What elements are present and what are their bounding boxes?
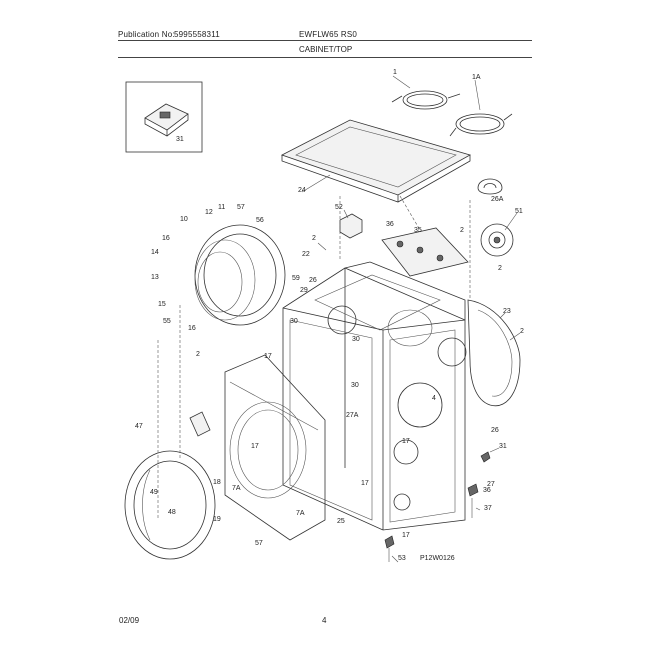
inlet-hose-drawing bbox=[449, 113, 513, 137]
callout-label: 48 bbox=[168, 509, 176, 516]
callout-label: 30 bbox=[352, 336, 360, 343]
callout-label: 36 bbox=[386, 221, 394, 228]
callout-label: 26 bbox=[491, 427, 499, 434]
callout-label: 18 bbox=[213, 479, 221, 486]
callout-label: 27 bbox=[487, 481, 495, 488]
callout-label: 35 bbox=[414, 227, 422, 234]
callout-label: 16 bbox=[188, 325, 196, 332]
callout-label: 52 bbox=[335, 204, 343, 211]
publication-number: 5995558311 bbox=[174, 30, 220, 39]
component-block-drawing bbox=[339, 213, 363, 239]
rear-frame-drawing bbox=[314, 274, 441, 347]
footer-date: 02/09 bbox=[119, 616, 140, 625]
callout-label: 2 bbox=[498, 265, 502, 272]
callout-label: 36 bbox=[483, 487, 491, 494]
callout-label: 15 bbox=[158, 301, 166, 308]
callout-label: 56 bbox=[256, 217, 264, 224]
callout-label: 2 bbox=[196, 351, 200, 358]
inlet-hose-drawing bbox=[391, 90, 461, 110]
callout-label: 47 bbox=[135, 423, 143, 430]
callout-label: 2 bbox=[520, 328, 524, 335]
callout-label: 23 bbox=[503, 308, 511, 315]
callout-label: 29 bbox=[300, 287, 308, 294]
inset-detail-box bbox=[125, 81, 203, 153]
callout-label: 7A bbox=[232, 485, 241, 492]
hinge-drawing bbox=[189, 411, 211, 437]
callout-label: 17 bbox=[361, 480, 369, 487]
callout-label: 53 bbox=[398, 555, 406, 562]
callout-label: 16 bbox=[162, 235, 170, 242]
callout-label: 13 bbox=[151, 274, 159, 281]
guide-lines bbox=[157, 195, 471, 520]
callout-label: 57 bbox=[237, 204, 245, 211]
callout-label: 17 bbox=[251, 443, 259, 450]
callout-label: 1A bbox=[472, 74, 481, 81]
cabinet-body-drawing bbox=[282, 261, 466, 531]
control-bracket-drawing bbox=[381, 227, 469, 277]
top-panel-drawing bbox=[280, 119, 472, 203]
section-title: CABINET/TOP bbox=[299, 45, 353, 54]
callout-label: 2 bbox=[460, 227, 464, 234]
callout-label: 49 bbox=[150, 489, 158, 496]
callout-label: 4 bbox=[432, 395, 436, 402]
callout-label: 17 bbox=[402, 532, 410, 539]
callout-label: 11 bbox=[218, 204, 225, 211]
section-rule bbox=[118, 57, 532, 58]
callout-label: 19 bbox=[213, 516, 221, 523]
callout-label: 22 bbox=[302, 251, 310, 258]
callout-label: 25 bbox=[337, 518, 345, 525]
callout-label: 14 bbox=[151, 249, 159, 256]
feet-drawing bbox=[384, 451, 491, 562]
callout-label: 26A bbox=[491, 196, 504, 203]
door-drawing bbox=[124, 450, 216, 560]
publication-label: Publication No: bbox=[118, 30, 175, 39]
callout-label: 31 bbox=[499, 443, 507, 450]
callout-label: 1 bbox=[393, 69, 397, 76]
callout-label: 24 bbox=[298, 187, 306, 194]
callout-label: 2 bbox=[312, 235, 316, 242]
callout-label: 17 bbox=[402, 438, 410, 445]
callout-label: 59 bbox=[292, 275, 300, 282]
pulley-drawing bbox=[480, 223, 514, 257]
callout-label: 27A bbox=[346, 412, 359, 419]
callout-label: 57 bbox=[255, 540, 263, 547]
drum-ring-drawing bbox=[194, 224, 286, 326]
side-panel-drawing bbox=[467, 299, 521, 407]
callout-label: 17 bbox=[264, 353, 272, 360]
clamp-drawing bbox=[477, 178, 503, 195]
page-number: 4 bbox=[322, 616, 327, 625]
front-panel-drawing bbox=[224, 354, 326, 541]
header-rule bbox=[118, 40, 532, 41]
detail-circles bbox=[327, 305, 467, 511]
illustration-code: P12W0126 bbox=[420, 555, 455, 562]
callout-label: 12 bbox=[205, 209, 213, 216]
callout-label: 7A bbox=[296, 510, 305, 517]
callout-label: 26 bbox=[309, 277, 317, 284]
callout-label: 30 bbox=[351, 382, 359, 389]
callout-label: 30 bbox=[290, 318, 298, 325]
callout-label: 37 bbox=[484, 505, 492, 512]
leader-lines bbox=[301, 75, 521, 563]
part-callouts: 1 1A 24 52 31 26A 51 2 2 22 36 35 26 29 … bbox=[135, 69, 524, 562]
callout-label: 31 bbox=[176, 136, 184, 143]
callout-label: 51 bbox=[515, 208, 523, 215]
callout-label: 55 bbox=[163, 318, 171, 325]
callout-label: 10 bbox=[180, 216, 188, 223]
model-number: EWFLW65 RS0 bbox=[299, 30, 358, 39]
